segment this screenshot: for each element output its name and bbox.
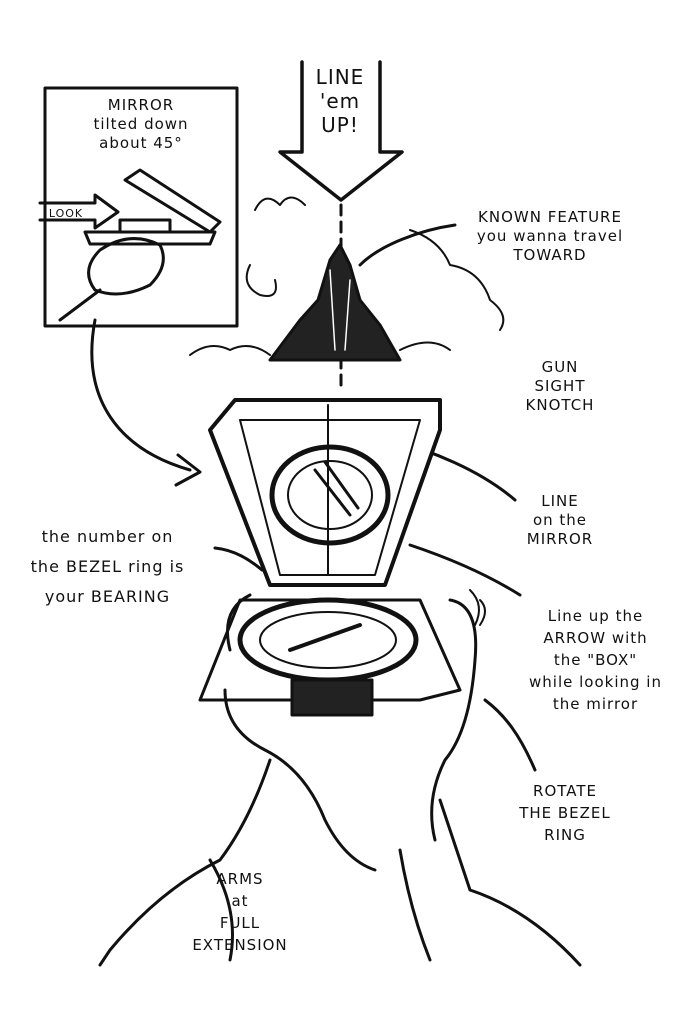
clouds — [189, 196, 505, 356]
known-feature-label: KNOWN FEATURE you wanna travel TOWARD — [476, 208, 624, 264]
line-em-up-label: LINE 'em UP! — [315, 65, 365, 137]
compass-needle — [288, 623, 362, 652]
arms — [98, 758, 582, 967]
rotate-bezel-label: ROTATE THE BEZEL RING — [519, 782, 611, 844]
arrow-pointer — [408, 543, 522, 597]
line-on-mirror-label: LINE on the MIRROR — [526, 492, 594, 548]
bezel-pointer — [213, 546, 264, 572]
mountain-feature — [268, 243, 402, 362]
feature-pointer — [358, 223, 457, 267]
arms-extension-label: ARMS at FULL EXTENSION — [192, 870, 288, 954]
hands — [223, 593, 478, 872]
rotate-pointer — [483, 698, 537, 772]
look-arrow-icon — [38, 193, 120, 230]
compass-base — [198, 598, 462, 702]
mirror-tilt-label: MIRROR tilted down about 45° — [93, 96, 189, 152]
inset-compass-icon — [58, 168, 222, 322]
down-arrow-icon — [278, 60, 404, 202]
mirror-reflection-dial — [269, 444, 391, 546]
line-up-arrow-label: Line up the ARROW with the "BOX" while l… — [529, 607, 662, 713]
compass-lid-mirror — [208, 398, 442, 587]
arrowhead — [174, 453, 202, 487]
look-label: LOOK — [48, 207, 84, 220]
bezel-bearing-label: the number on the BEZEL ring is your BEA… — [30, 527, 185, 606]
inset-pointer-arrow — [90, 318, 192, 472]
compass-housing — [290, 678, 374, 717]
inset-frame — [43, 86, 239, 328]
gun-sight-label: GUN SIGHT KNOTCH — [525, 358, 595, 414]
